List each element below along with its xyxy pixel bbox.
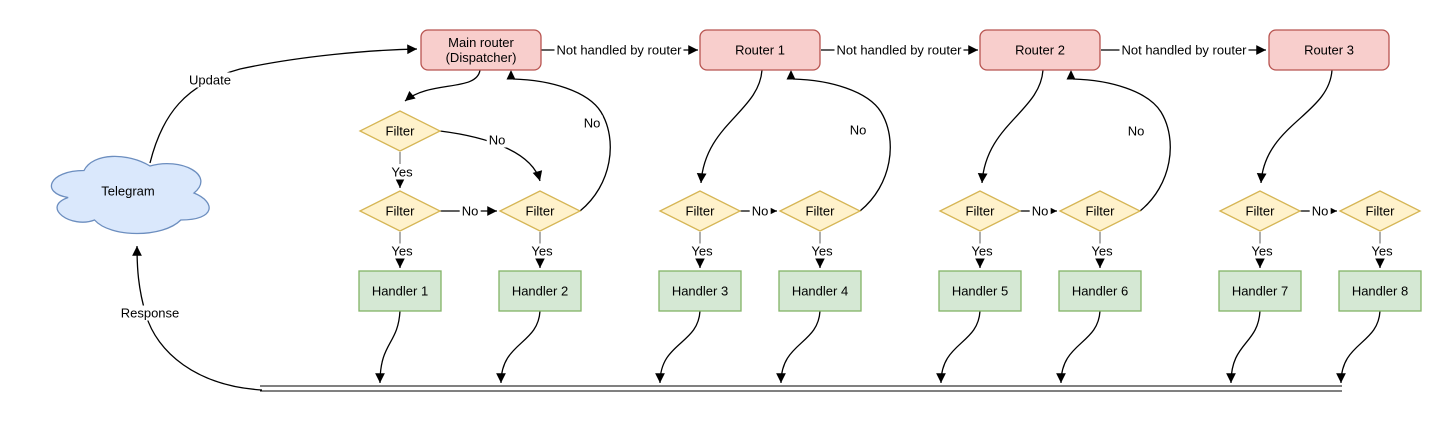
edge-router1-to-filter (696, 69, 763, 184)
handler-7-box (1218, 270, 1302, 312)
main-router-box (420, 29, 542, 71)
telegram-cloud-shape (50, 155, 210, 235)
edge-update (149, 44, 418, 164)
filter-label: Filter (1085, 203, 1115, 219)
router-2-label: Router 2 (1015, 42, 1065, 58)
filter-label: Filter (385, 123, 415, 139)
edge-handler2-to-bus (496, 310, 541, 384)
handler-3-box (658, 270, 742, 312)
filter-label: Filter (685, 203, 715, 219)
yes-label: Yes (969, 243, 995, 259)
yes-label: Yes (389, 243, 415, 259)
router-2-box (979, 29, 1101, 71)
edge-handler3-to-bus (655, 310, 701, 384)
not-handled-label-2: Not handled by router (834, 42, 964, 58)
yes-label: Yes (1369, 243, 1395, 259)
edge-handler6-to-bus (1056, 310, 1101, 384)
filter-diamond (1218, 190, 1302, 232)
telegram-label: Telegram (101, 183, 155, 199)
response-bus-line (260, 385, 1342, 392)
filter-diamond (1058, 190, 1142, 232)
filter-diamond (1338, 190, 1422, 232)
handler-5-box (938, 270, 1022, 312)
filter-diamond (938, 190, 1022, 232)
handler-7-label: Handler 7 (1231, 283, 1289, 299)
not-handled-label-3: Not handled by router (1119, 42, 1249, 58)
yes-label: Yes (689, 243, 715, 259)
main-router-label-line2: (Dispatcher) (445, 50, 517, 65)
loop-arrowhead-router1 (786, 70, 796, 80)
router-3-box (1268, 29, 1390, 71)
edge-handler7-to-bus (1226, 310, 1261, 384)
loop-arrowhead-main (506, 70, 516, 80)
edge-handler8-to-bus (1336, 310, 1381, 384)
not-handled-label-1: Not handled by router (554, 42, 684, 58)
edge-loop-no-router1 (792, 78, 891, 212)
edge-handler1-to-bus (375, 310, 401, 384)
handler-4-label: Handler 4 (791, 283, 849, 299)
response-label: Response (118, 305, 182, 321)
yes-label: Yes (389, 164, 415, 180)
no-label: No (1309, 203, 1331, 219)
handler-6-label: Handler 6 (1071, 283, 1129, 299)
yes-label: Yes (1089, 243, 1115, 259)
filter-diamond (498, 190, 582, 232)
no-label: No (749, 203, 771, 219)
filter-label: Filter (1245, 203, 1275, 219)
filter-diamond (778, 190, 862, 232)
edge-main-to-filter (404, 69, 481, 102)
yes-label: Yes (1249, 243, 1275, 259)
edge-router2-to-filter (977, 69, 1044, 184)
main-router-label-line1: Main router (448, 35, 514, 50)
filter-diamond (358, 190, 442, 232)
router-1-label: Router 1 (735, 42, 785, 58)
handler-1-label: Handler 1 (371, 283, 429, 299)
handler-8-label: Handler 8 (1351, 283, 1409, 299)
no-label: No (581, 115, 603, 131)
no-label: No (1125, 123, 1147, 139)
yes-label: Yes (529, 243, 555, 259)
router-1-box (699, 29, 821, 71)
edge-loop-no-router2 (1072, 78, 1171, 212)
main-router-label: Main router (Dispatcher) (446, 35, 517, 65)
edge-response (132, 245, 263, 391)
filter-label: Filter (805, 203, 835, 219)
no-label: No (459, 203, 481, 219)
update-label: Update (187, 72, 233, 88)
yes-label: Yes (809, 243, 835, 259)
filter-label: Filter (525, 203, 555, 219)
handler-8-box (1338, 270, 1422, 312)
no-label: No (1029, 203, 1051, 219)
filter-label: Filter (965, 203, 995, 219)
edge-router3-to-filter (1256, 69, 1333, 184)
handler-1-box (358, 270, 442, 312)
filter-diamond (658, 190, 742, 232)
edge-loop-no-main (512, 78, 611, 212)
handler-2-label: Handler 2 (511, 283, 569, 299)
edge-handler5-to-bus (936, 310, 981, 384)
filter-diamond (358, 110, 442, 152)
handler-2-box (498, 270, 582, 312)
filter-label: Filter (385, 203, 415, 219)
edge-handler4-to-bus (776, 310, 821, 384)
no-label: No (486, 132, 508, 148)
loop-arrowhead-router2 (1066, 70, 1076, 80)
handler-3-label: Handler 3 (671, 283, 729, 299)
no-label: No (847, 122, 869, 138)
handler-6-box (1058, 270, 1142, 312)
router-3-label: Router 3 (1304, 42, 1354, 58)
handler-5-label: Handler 5 (951, 283, 1009, 299)
handler-4-box (778, 270, 862, 312)
filter-label: Filter (1365, 203, 1395, 219)
